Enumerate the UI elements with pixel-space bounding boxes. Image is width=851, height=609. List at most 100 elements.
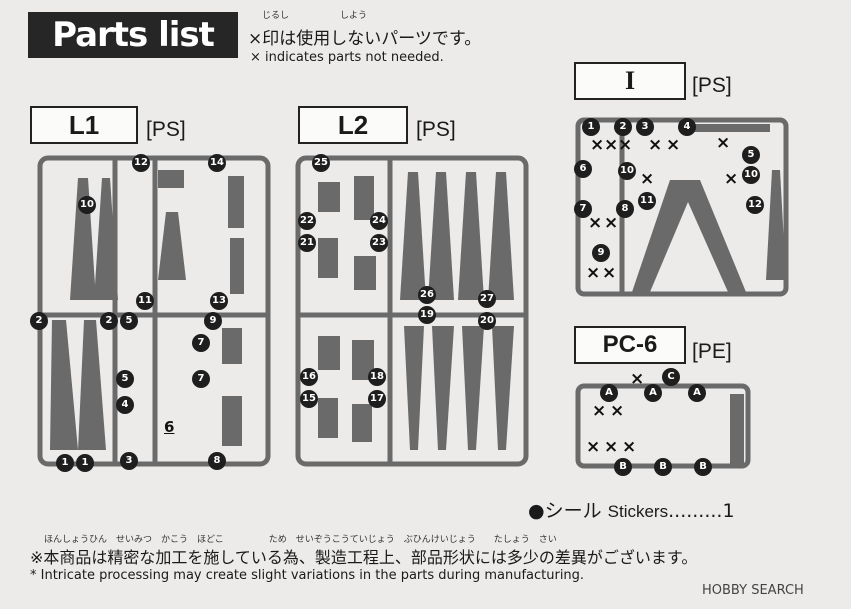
stickers-label: Stickers	[607, 502, 669, 521]
part-number: 9	[592, 244, 610, 262]
part-number: 22	[298, 212, 316, 230]
not-needed-mark: ×	[640, 169, 655, 189]
not-needed-mark: ×	[618, 135, 633, 155]
part-number: 11	[136, 292, 154, 310]
part-letter: C	[662, 368, 680, 386]
part-shape	[432, 326, 454, 450]
part-number: 18	[368, 368, 386, 386]
not-needed-mark: ×	[592, 401, 607, 421]
part-number: 8	[616, 200, 634, 218]
part-shape	[318, 336, 340, 370]
part-letter: A	[600, 384, 618, 402]
part-number: 12	[746, 196, 764, 214]
part-shape	[50, 320, 78, 450]
part-number: 11	[638, 192, 656, 210]
part-number: 12	[132, 154, 150, 172]
footer-note-jp: ※本商品は精密な加工を施している為、製造工程上、部品形状には多少の差異がございま…	[30, 548, 698, 567]
runner-pc6-label: PC-6	[574, 326, 686, 364]
stickers-line: ●シール Stickers.........1	[528, 496, 735, 523]
footer-note-en: * Intricate processing may create slight…	[30, 568, 585, 583]
part-number: 7	[192, 334, 210, 352]
not-needed-mark: ×	[586, 437, 601, 457]
part-letter: B	[614, 458, 632, 476]
runner-l2-material: [PS]	[416, 118, 456, 141]
not-needed-mark: ×	[590, 135, 605, 155]
part-shape	[354, 256, 376, 290]
part-number: 9	[204, 312, 222, 330]
part-shape	[352, 340, 374, 380]
part-number: 4	[116, 396, 134, 414]
part-number: 8	[208, 452, 226, 470]
part-shape	[492, 326, 514, 450]
part-number: 2	[614, 118, 632, 136]
part-number: 17	[368, 390, 386, 408]
not-needed-mark: ×	[588, 213, 603, 233]
part-letter: A	[644, 384, 662, 402]
part-shape	[400, 172, 426, 300]
part-number: 5	[742, 146, 760, 164]
part-shape	[352, 404, 372, 442]
not-needed-mark: ×	[622, 437, 637, 457]
part-number: 19	[418, 306, 436, 324]
part-shape	[222, 328, 242, 364]
runner-pc6-material: [PE]	[692, 340, 732, 363]
part-number: 25	[312, 154, 330, 172]
part-shape	[318, 182, 340, 212]
part-shape	[94, 178, 118, 300]
runner-i-label: I	[574, 62, 686, 100]
part-number: 7	[192, 370, 210, 388]
not-needed-mark: ×	[724, 169, 739, 189]
part-shape	[354, 176, 374, 220]
part-shape	[404, 326, 424, 450]
part-number: 1	[56, 454, 74, 472]
part-shape	[158, 212, 186, 280]
part-shape	[318, 238, 338, 278]
part-number: 10	[742, 166, 760, 184]
part-number: 26	[418, 286, 436, 304]
part-shape	[318, 398, 338, 438]
part-number: 3	[636, 118, 654, 136]
runner-i-material: [PS]	[692, 74, 732, 97]
part-number: 6	[164, 418, 175, 436]
ruby-text: じるし	[262, 11, 290, 21]
part-number: 3	[120, 452, 138, 470]
not-needed-mark: ×	[604, 135, 619, 155]
part-number: 7	[574, 200, 592, 218]
part-shape	[230, 238, 244, 294]
not-needed-mark: ×	[648, 135, 663, 155]
part-number: 27	[478, 290, 496, 308]
runner-l1-label: L1	[30, 106, 138, 144]
stickers-jp: ●シール	[528, 500, 602, 522]
part-letter: A	[688, 384, 706, 402]
not-needed-mark: ×	[610, 401, 625, 421]
part-letter: B	[694, 458, 712, 476]
part-number: 2	[30, 312, 48, 330]
parts-list-title: Parts list	[28, 12, 238, 58]
part-shape	[766, 170, 786, 280]
part-number: 14	[208, 154, 226, 172]
part-number: 5	[120, 312, 138, 330]
part-shape	[488, 172, 514, 300]
footer-ruby: ほんしょうひん せいみつ かこう ほどこ ため せいぞうこうていじょう ぶひんけ…	[44, 535, 557, 545]
part-number: 4	[678, 118, 696, 136]
hobby-search-logo: HOBBY SEARCH	[702, 583, 804, 598]
part-shape	[690, 124, 770, 132]
part-number: 6	[574, 160, 592, 178]
part-number: 5	[116, 370, 134, 388]
part-shape	[428, 172, 454, 300]
runner-l1-material: [PS]	[146, 118, 186, 141]
not-needed-mark: ×	[602, 263, 617, 283]
part-number: 20	[478, 312, 496, 330]
part-shape	[228, 176, 244, 228]
part-shape	[462, 326, 484, 450]
runner-l2-frame	[295, 155, 529, 467]
part-number: 24	[370, 212, 388, 230]
part-shape	[730, 394, 744, 464]
part-shape	[632, 180, 746, 292]
not-needed-mark: ×	[604, 437, 619, 457]
part-number: 21	[298, 234, 316, 252]
stickers-dots: .........	[668, 500, 723, 522]
part-number: 13	[210, 292, 228, 310]
stickers-count: 1	[722, 500, 735, 522]
not-needed-note-jp: ×印は使用しないパーツです。	[248, 29, 482, 49]
